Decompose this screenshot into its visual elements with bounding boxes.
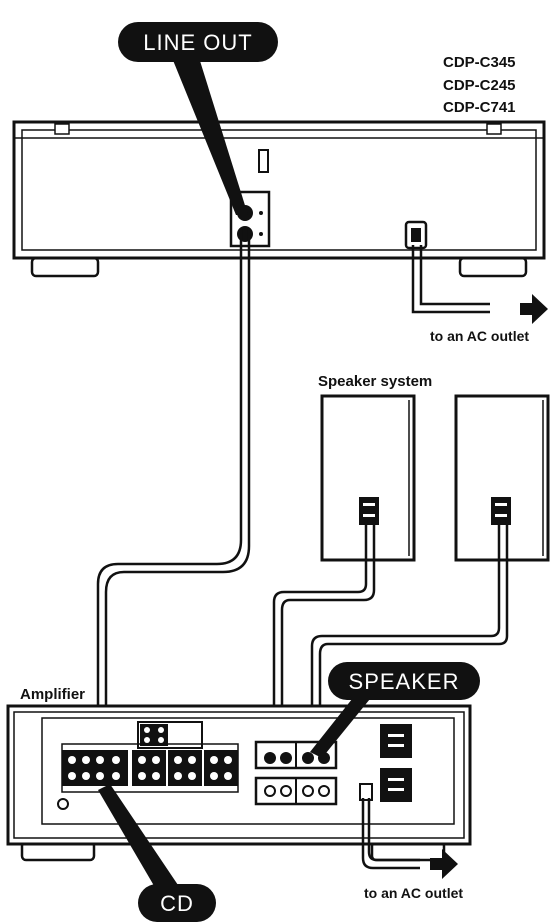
- line-out-badge: [118, 22, 278, 62]
- model-label-2: CDP-C245: [443, 77, 516, 94]
- amplifier-label: Amplifier: [20, 686, 85, 703]
- cd-cable-left: [96, 228, 243, 800]
- cd-cable-right: [104, 228, 251, 800]
- cd-player-ac-arrow-icon: [520, 294, 548, 324]
- cd-badge-label: CD: [160, 891, 194, 916]
- speaker-badge: [328, 662, 480, 700]
- cd-badge-leader: [98, 784, 180, 896]
- cd-badge: [138, 884, 216, 922]
- cd-player-foot-left: [30, 256, 100, 278]
- speaker-right: [454, 394, 550, 562]
- cd-player-screw-left: [54, 123, 70, 135]
- cd-player-screw-right: [486, 123, 502, 135]
- cd-player-switch: [258, 149, 269, 173]
- line-out-jack-r: [237, 226, 253, 242]
- amplifier-power-cord: [361, 798, 420, 870]
- amplifier: [6, 704, 472, 879]
- amplifier-ground-terminal: [57, 798, 69, 810]
- cd-player-foot-right: [458, 256, 528, 278]
- cd-player-body: [12, 120, 546, 260]
- speaker-system-label: Speaker system: [318, 373, 432, 390]
- cd-player: [12, 120, 548, 324]
- cd-player-ac-text: to an AC outlet: [430, 328, 529, 344]
- speaker-right-wire: [310, 520, 509, 758]
- amplifier-power-inlet: [359, 783, 373, 801]
- model-label-3: CDP-C741: [443, 99, 516, 116]
- speaker-badge-label: SPEAKER: [349, 669, 460, 694]
- amplifier-ac-text: to an AC outlet: [364, 885, 463, 901]
- cd-player-power-cord: [411, 245, 490, 314]
- amplifier-ac-arrow-icon: [430, 849, 458, 879]
- amplifier-ac-outlets: [380, 724, 412, 802]
- speaker-badge-leader: [310, 694, 374, 758]
- line-out-leader: [168, 48, 248, 215]
- amplifier-input-jacks: [61, 743, 239, 793]
- speaker-left-wire: [272, 520, 376, 758]
- model-label-1: CDP-C345: [443, 54, 516, 71]
- line-out-badge-label: LINE OUT: [143, 30, 252, 55]
- speaker-left-terminal: [359, 497, 379, 525]
- speaker-left: [320, 394, 416, 562]
